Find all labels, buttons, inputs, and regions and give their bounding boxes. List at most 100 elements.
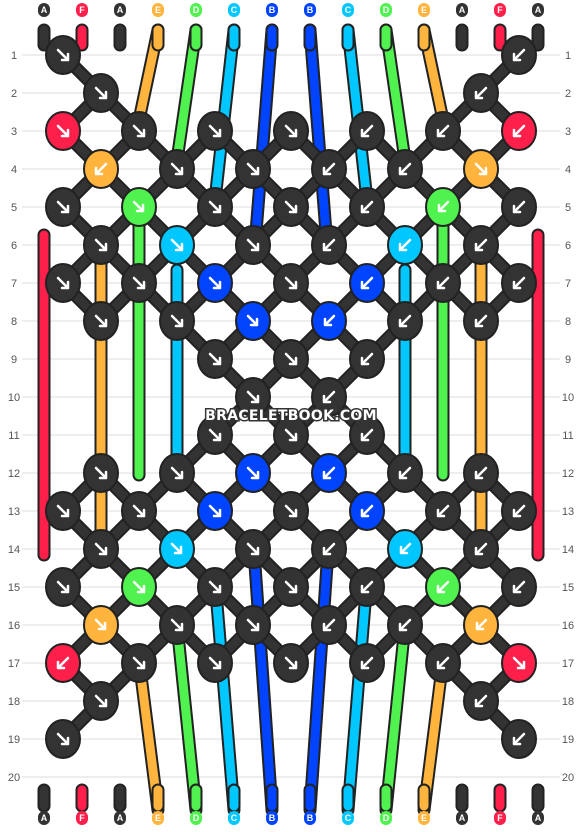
backward-forward-left-icon <box>323 314 336 327</box>
arrow-down-left-icon <box>474 314 488 328</box>
knot <box>121 643 157 683</box>
arrow-down-left-icon <box>360 580 374 594</box>
string-label-top: F <box>76 3 88 17</box>
row-number-right: 8 <box>565 316 571 328</box>
row-number-right: 20 <box>562 772 574 784</box>
row-number-right: 7 <box>565 278 571 290</box>
backward-forward-left-icon <box>437 200 450 213</box>
knot <box>159 149 195 189</box>
knot <box>159 225 195 265</box>
svg-text:B: B <box>269 5 276 15</box>
knot <box>45 187 81 227</box>
knot <box>83 681 119 721</box>
string-label-bottom: F <box>76 811 88 825</box>
knot <box>501 263 537 303</box>
knot <box>121 263 157 303</box>
arrow-down-left-icon <box>322 162 336 176</box>
knot <box>235 377 271 417</box>
knot <box>197 339 233 379</box>
forward-backward-right-icon <box>132 200 145 213</box>
knot <box>159 529 195 569</box>
string-label-top: E <box>418 3 430 17</box>
knot <box>463 453 499 493</box>
arrow-down-right-icon <box>284 580 298 594</box>
arrow-down-right-icon <box>56 48 70 62</box>
knot <box>387 453 423 493</box>
arrow-down-right-icon <box>246 542 260 556</box>
arrow-down-left-icon <box>56 656 70 670</box>
arrow-down-left-icon <box>436 276 450 290</box>
string-label-top: C <box>342 3 354 17</box>
knot <box>235 605 271 645</box>
row-number-right: 13 <box>562 506 574 518</box>
row-number-left: 14 <box>8 544 20 556</box>
arrow-down-left-icon <box>322 542 336 556</box>
arrow-down-left-icon <box>436 124 450 138</box>
knot <box>463 529 499 569</box>
arrow-down-right-icon <box>208 504 222 518</box>
row-number-left: 4 <box>11 164 17 176</box>
row-number-left: 15 <box>8 582 20 594</box>
knot <box>273 415 309 455</box>
arrow-down-left-icon <box>398 162 412 176</box>
row-number-left: 12 <box>8 468 20 480</box>
arrow-down-right-icon <box>94 314 108 328</box>
arrow-down-left-icon <box>512 200 526 214</box>
arrow-down-right-icon <box>284 200 298 214</box>
knot <box>273 567 309 607</box>
svg-text:F: F <box>497 813 503 823</box>
string-label-top: B <box>304 3 316 17</box>
knot <box>501 491 537 531</box>
string-label-bottom: A <box>38 811 50 825</box>
thread-segment <box>210 575 239 815</box>
arrow-down-right-icon <box>208 428 222 442</box>
knot <box>197 263 233 303</box>
knot <box>349 567 385 607</box>
arrow-down-right-icon <box>94 542 108 556</box>
row-number-right: 17 <box>562 658 574 670</box>
svg-text:D: D <box>193 813 200 823</box>
knot <box>311 605 347 645</box>
row-number-right: 2 <box>565 88 571 100</box>
row-number-left: 3 <box>11 126 17 138</box>
thread-segment <box>172 25 201 165</box>
knot <box>387 301 423 341</box>
knot <box>349 263 385 303</box>
row-number-left: 19 <box>8 734 20 746</box>
arrow-down-right-icon <box>284 276 298 290</box>
row-number-left: 5 <box>11 202 17 214</box>
knot <box>501 35 537 75</box>
row-number-left: 20 <box>8 772 20 784</box>
arrow-down-right-icon <box>132 656 146 670</box>
thread-segment <box>305 25 332 250</box>
knot <box>235 301 271 341</box>
arrow-down-left-icon <box>398 618 412 632</box>
row-number-left: 9 <box>11 354 17 366</box>
arrow-down-right-icon <box>284 124 298 138</box>
row-number-left: 6 <box>11 240 17 252</box>
knot <box>45 35 81 75</box>
string-label-top: D <box>380 3 392 17</box>
svg-text:C: C <box>345 5 352 15</box>
arrow-down-right-icon <box>56 200 70 214</box>
arrow-down-left-icon <box>436 656 450 670</box>
row-number-right: 15 <box>562 582 574 594</box>
arrow-down-left-icon <box>512 504 526 518</box>
knot <box>463 301 499 341</box>
knot <box>45 491 81 531</box>
arrow-down-right-icon <box>246 162 260 176</box>
row-number-right: 1 <box>565 50 571 62</box>
arrow-down-left-icon <box>322 466 336 480</box>
knot <box>425 567 461 607</box>
arrow-down-left-icon <box>94 162 108 176</box>
arrow-down-right-icon <box>284 504 298 518</box>
arrow-down-right-icon <box>284 428 298 442</box>
knot <box>273 187 309 227</box>
knot <box>197 567 233 607</box>
row-number-right: 12 <box>562 468 574 480</box>
arrow-down-left-icon <box>398 466 412 480</box>
knot <box>273 111 309 151</box>
arrow-down-left-icon <box>322 618 336 632</box>
